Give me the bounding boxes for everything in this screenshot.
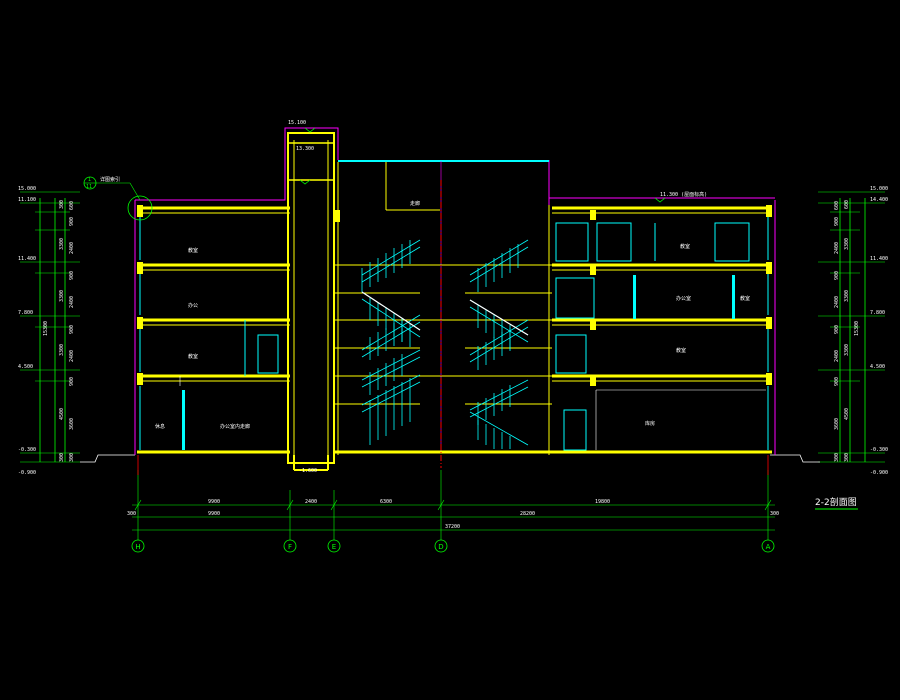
axis-f: F xyxy=(283,539,297,553)
room-center: 走廊 xyxy=(410,200,420,207)
roof-right-elev: 11.300 (屋面标高) xyxy=(660,191,707,198)
elev-left-4: 4.500 xyxy=(18,364,33,370)
elev-right-5: -0.300 xyxy=(870,447,888,453)
axis-label-h: H xyxy=(135,543,140,551)
elev-left-6: -0.900 xyxy=(18,470,36,476)
left-dim-inner-0: 600 xyxy=(69,201,75,210)
axis-label-a: A xyxy=(766,543,771,551)
left-total: 15300 xyxy=(43,321,49,336)
room-right-1: 教室 xyxy=(680,243,690,250)
elev-right-0: 15.000 xyxy=(870,186,888,192)
right-dim-inner-1: 900 xyxy=(834,217,840,226)
right-dim-inner-6: 2400 xyxy=(834,350,840,362)
bottom-dim-texts: 9900 2400 6300 19800 300 9900 28200 300 … xyxy=(127,499,779,530)
index-mark-top: 1 xyxy=(88,177,91,183)
elev-right-3: 7.800 xyxy=(870,310,885,316)
left-dim-outer-0: 300 xyxy=(59,200,65,209)
right-dim-inner-8: 3600 xyxy=(834,418,840,430)
right-dim-inner-3: 900 xyxy=(834,271,840,280)
dim-total: 37200 xyxy=(445,524,460,530)
tower-roof-elev: 13.300 xyxy=(296,146,314,152)
ground-line xyxy=(80,454,820,463)
elev-right-6: -0.900 xyxy=(870,470,888,476)
left-elevation-column: 15.000 11.100 11.400 7.800 4.500 -0.300 … xyxy=(18,186,80,476)
stair-flights xyxy=(361,239,529,449)
room-right-2: 办公室 xyxy=(676,295,691,302)
bottom-dimensions xyxy=(132,470,775,540)
room-left-2: 办公 xyxy=(188,302,198,309)
elev-right-2: 11.400 xyxy=(870,256,888,262)
dim-row2-3: 300 xyxy=(770,511,779,517)
left-dim-outer-1: 3300 xyxy=(59,238,65,250)
drawing-title: 2-2剖面图 xyxy=(815,496,858,510)
axis-e: E xyxy=(327,539,341,553)
dim-row1-3: 19800 xyxy=(595,499,610,505)
elev-left-5: -0.300 xyxy=(18,447,36,453)
left-dim-inner-2: 2400 xyxy=(69,242,75,254)
left-dim-inner-7: 900 xyxy=(69,377,75,386)
right-dim-inner-2: 2400 xyxy=(834,242,840,254)
room-left-1: 教室 xyxy=(188,247,198,254)
elev-left-3: 7.800 xyxy=(18,310,33,316)
dim-row1-2: 6300 xyxy=(380,499,392,505)
dim-row1-1: 2400 xyxy=(305,499,317,505)
right-dim-outer-3: 3300 xyxy=(844,344,850,356)
room-left-3: 教室 xyxy=(188,353,198,360)
right-dim-inner-9: 300 xyxy=(834,453,840,462)
right-dim-inner-7: 900 xyxy=(834,377,840,386)
left-dim-inner-9: 300 xyxy=(69,453,75,462)
building-section: 教室 办公 教室 休息 办公室内走廊 教室 办公室 教室 教室 库房 走廊 15… xyxy=(134,120,776,474)
room-right-5: 库房 xyxy=(645,420,655,427)
elev-right-4: 4.500 xyxy=(870,364,885,370)
dim-row2-1: 9900 xyxy=(208,511,220,517)
room-right-4: 教室 xyxy=(740,295,750,302)
right-dim-outer-5: 300 xyxy=(844,453,850,462)
room-right-3: 教室 xyxy=(676,347,686,354)
dim-row2-2: 28200 xyxy=(520,511,535,517)
axis-label-d: D xyxy=(438,543,443,551)
right-dim-outer-1: 3300 xyxy=(844,238,850,250)
dim-row1-0: 9900 xyxy=(208,499,220,505)
left-dim-inner-4: 2400 xyxy=(69,296,75,308)
section-title: 2-2剖面图 xyxy=(815,496,857,508)
right-dim-outer-0: 600 xyxy=(844,200,850,209)
room-left-4: 休息 xyxy=(155,423,165,430)
detail-ref-label: 详图索引 xyxy=(100,176,120,183)
elev-left-1: 11.100 xyxy=(18,197,36,203)
axis-bubbles: H F E D A xyxy=(131,455,775,553)
elev-left-0: 15.000 xyxy=(18,186,36,192)
dim-row2-0: 300 xyxy=(127,511,136,517)
axis-h: H xyxy=(131,539,145,553)
left-dim-inner-1: 900 xyxy=(69,217,75,226)
right-dim-inner-4: 2400 xyxy=(834,296,840,308)
left-dim-inner-3: 900 xyxy=(69,271,75,280)
left-dim-outer-3: 3300 xyxy=(59,344,65,356)
axis-label-f: F xyxy=(288,543,292,551)
left-dim-outer-4: 4500 xyxy=(59,408,65,420)
left-dim-inner-8: 3600 xyxy=(69,418,75,430)
axis-a: A xyxy=(761,539,775,553)
right-dim-inner-5: 900 xyxy=(834,325,840,334)
right-total: 15300 xyxy=(854,321,860,336)
right-dim-outer-2: 3300 xyxy=(844,290,850,302)
left-dim-inner-6: 2400 xyxy=(69,350,75,362)
elev-right-1: 14.400 xyxy=(870,197,888,203)
left-dim-outer-2: 3300 xyxy=(59,290,65,302)
room-left-5: 办公室内走廊 xyxy=(220,423,250,430)
elev-left-2: 11.400 xyxy=(18,256,36,262)
left-dim-outer-5: 300 xyxy=(59,453,65,462)
axis-label-e: E xyxy=(332,543,336,551)
detail-index-mark: 1 11 详图索引 xyxy=(83,176,153,221)
axis-d: D xyxy=(434,539,448,553)
index-mark-bottom: 11 xyxy=(86,184,92,190)
right-elevation-column: 15.000 14.400 11.400 7.800 4.500 -0.300 … xyxy=(818,186,888,476)
pit-elev: -1.600 xyxy=(299,468,317,474)
left-dim-inner-5: 900 xyxy=(69,325,75,334)
right-dim-outer-4: 4500 xyxy=(844,408,850,420)
tower-top-elev: 15.100 xyxy=(288,120,306,126)
right-dim-inner-0: 600 xyxy=(834,201,840,210)
